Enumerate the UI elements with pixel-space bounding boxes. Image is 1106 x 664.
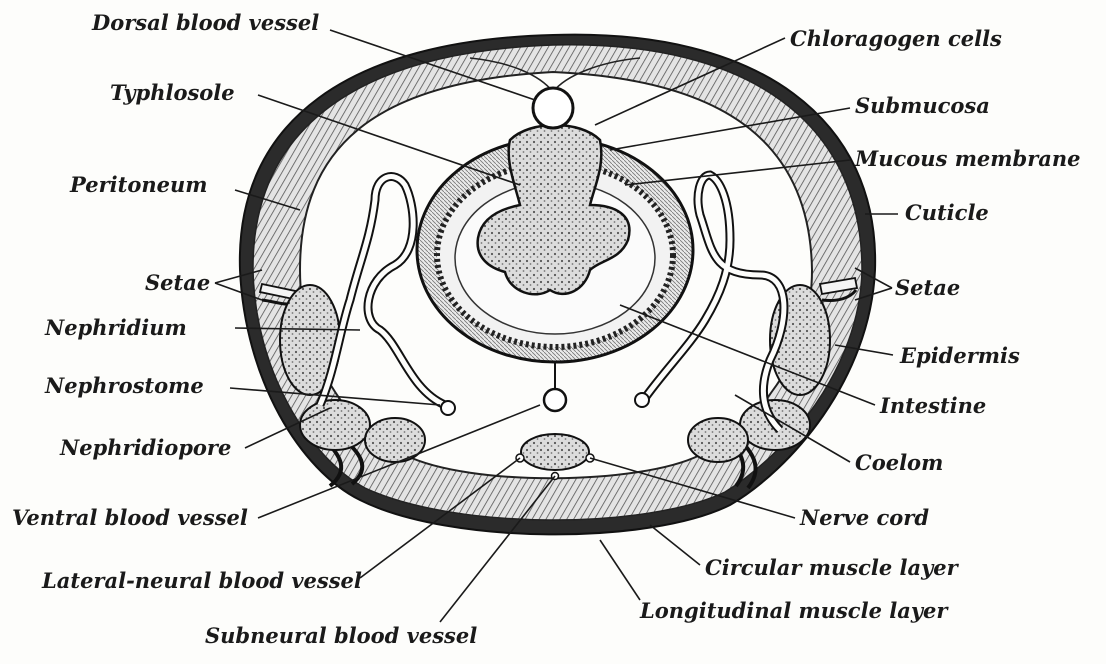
label-nephridium: Nephridium (44, 315, 187, 340)
label-nerve-cord: Nerve cord (799, 505, 929, 530)
label-dorsal-blood-vessel: Dorsal blood vessel (91, 10, 319, 35)
label-peritoneum: Peritoneum (69, 172, 207, 197)
dorsal-blood-vessel (533, 88, 573, 128)
label-coelom: Coelom (855, 450, 943, 475)
label-epidermis: Epidermis (899, 343, 1020, 368)
label-lateral-neural-blood-vessel: Lateral-neural blood vessel (41, 568, 362, 593)
label-mucous-membrane: Mucous membrane (854, 146, 1081, 171)
label-longitudinal-muscle-layer: Longitudinal muscle layer (639, 598, 949, 623)
label-typhlosole: Typhlosole (110, 80, 235, 105)
label-intestine: Intestine (879, 393, 986, 418)
label-nephrostome: Nephrostome (44, 373, 204, 398)
label-ventral-blood-vessel: Ventral blood vessel (12, 505, 248, 530)
label-submucosa: Submucosa (855, 93, 990, 118)
label-chloragogen-cells: Chloragogen cells (790, 26, 1002, 51)
label-subneural-blood-vessel: Subneural blood vessel (205, 623, 477, 648)
label-nephridiopore: Nephridiopore (59, 435, 231, 460)
label-setae-left: Setae (145, 270, 210, 295)
label-setae-right: Setae (895, 275, 960, 300)
label-circular-muscle-layer: Circular muscle layer (705, 555, 960, 580)
ventral-blood-vessel (544, 389, 566, 411)
label-cuticle: Cuticle (905, 200, 989, 225)
